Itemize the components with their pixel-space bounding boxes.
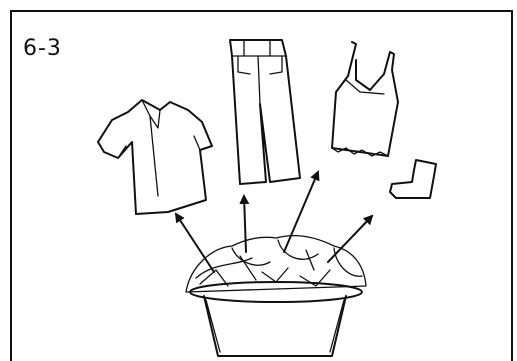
sock-icon: [390, 160, 436, 198]
jeans-icon: [230, 40, 300, 184]
tank-top-icon: [332, 42, 398, 156]
arrow-to-sock: [328, 216, 372, 262]
arrow-to-tank-top: [284, 172, 318, 252]
arrow-to-shirt: [176, 214, 214, 272]
arrow-to-jeans: [244, 196, 246, 252]
laundry-basket-icon: [186, 236, 366, 356]
shirt-icon: [98, 100, 212, 214]
